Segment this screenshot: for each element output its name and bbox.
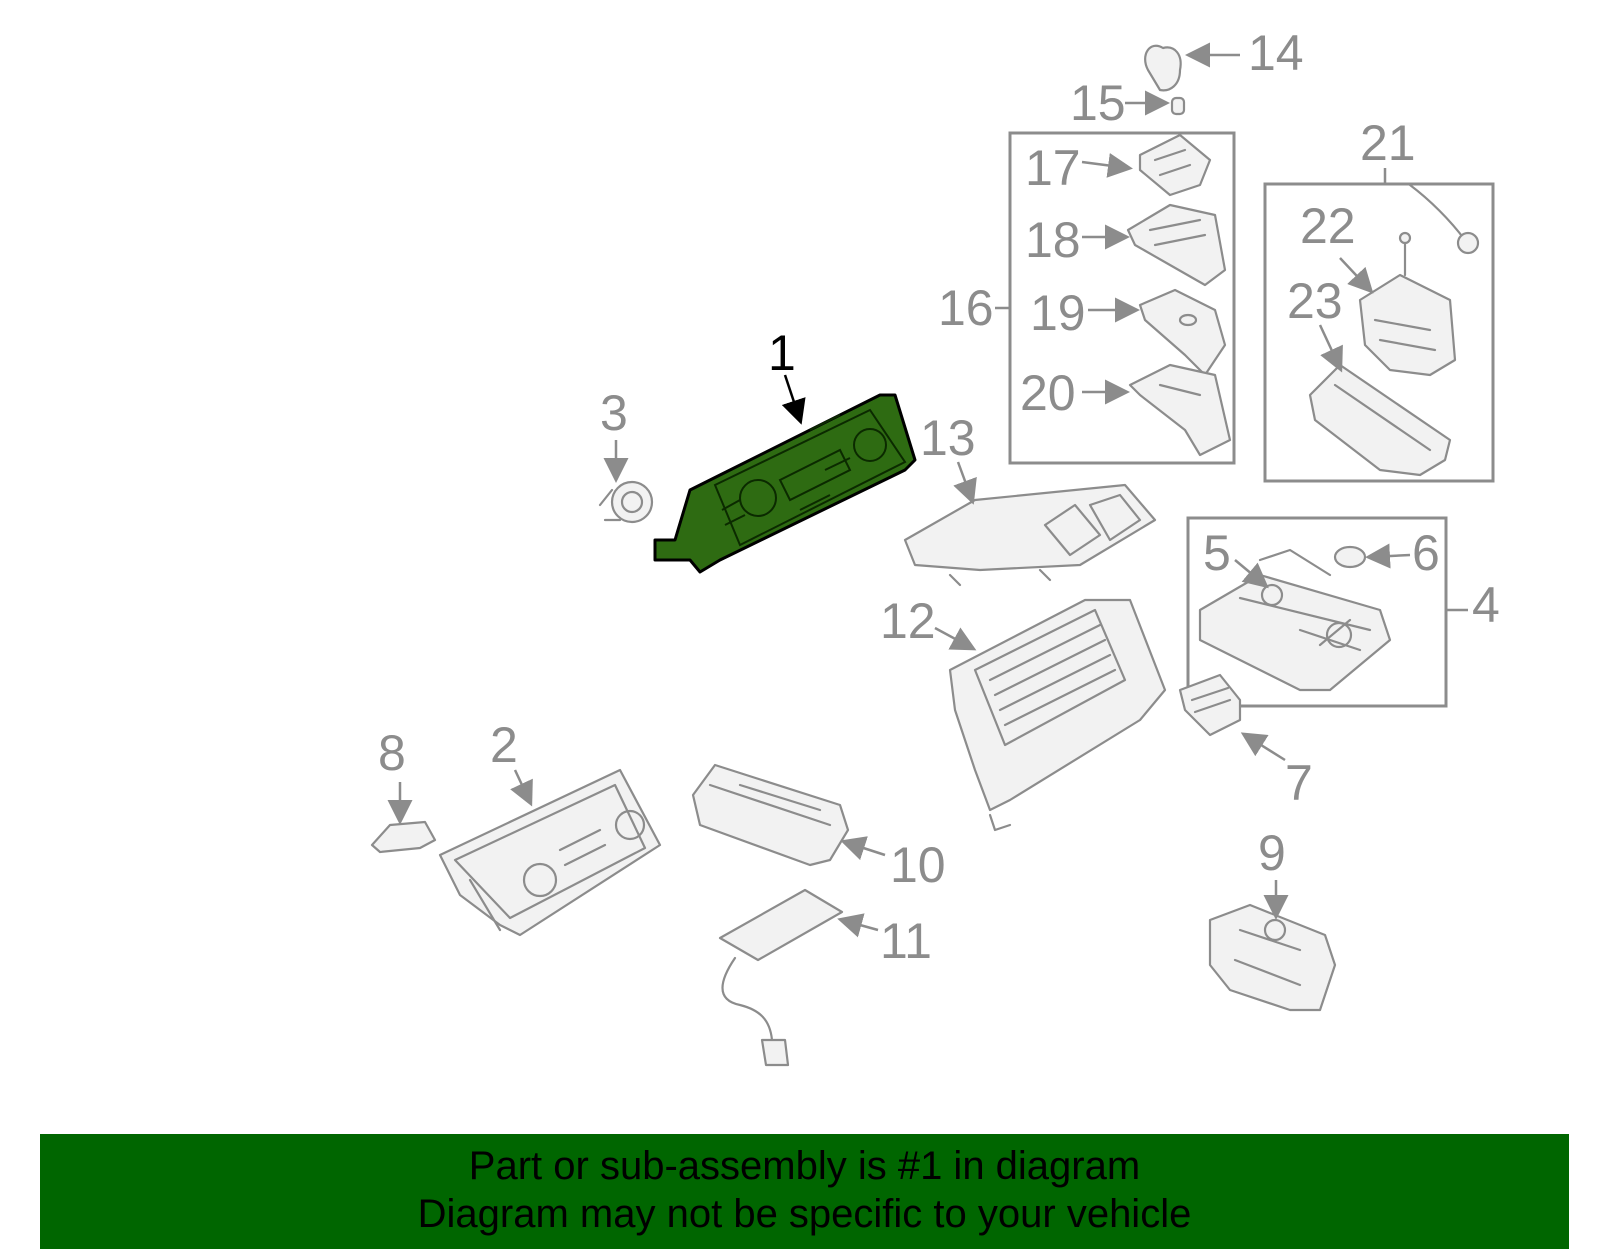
part-2-rear-control <box>438 768 662 937</box>
callout-14: 14 <box>1248 25 1304 81</box>
group-box-16 <box>1008 131 1236 465</box>
callout-20: 20 <box>1020 365 1076 421</box>
part-7-switch <box>1178 673 1242 737</box>
part-10-armrest <box>691 763 850 867</box>
part-4-console-switch-panel <box>1198 548 1392 692</box>
callout-15: 15 <box>1070 75 1126 131</box>
part-3-sensor <box>598 480 654 524</box>
callout-19: 19 <box>1030 285 1086 341</box>
part-18-shift-bezel <box>1126 203 1227 287</box>
banner-line-2: Diagram may not be specific to your vehi… <box>417 1192 1192 1236</box>
part-19-trim-cover <box>1138 288 1227 377</box>
callout-23: 23 <box>1287 273 1343 329</box>
part-12-vent-housing <box>948 598 1167 832</box>
part-8-clip <box>370 820 437 854</box>
callout-17: 17 <box>1025 140 1081 196</box>
info-banner: Part or sub-assembly is #1 in diagram Di… <box>40 1134 1569 1249</box>
callout-21: 21 <box>1360 115 1416 171</box>
part-5-knob <box>1260 583 1284 607</box>
callout-16: 16 <box>938 280 994 336</box>
callout-6: 6 <box>1412 525 1440 581</box>
group-box-21 <box>1263 182 1495 483</box>
callout-12: 12 <box>880 593 936 649</box>
part-1-climate-control[interactable] <box>653 393 917 574</box>
part-9-controller <box>1208 903 1337 1012</box>
callout-18: 18 <box>1025 212 1081 268</box>
part-14-shift-knob <box>1144 44 1182 92</box>
part-15-bulb <box>1170 96 1186 116</box>
callout-1: 1 <box>768 325 796 381</box>
callout-11: 11 <box>880 913 932 969</box>
callout-8: 8 <box>378 725 406 781</box>
callout-10: 10 <box>890 837 946 893</box>
part-23-shifter-base <box>1308 363 1452 477</box>
callout-5: 5 <box>1203 525 1231 581</box>
part-21-cable <box>1408 183 1480 255</box>
callout-13: 13 <box>920 410 976 466</box>
callout-22: 22 <box>1300 198 1356 254</box>
part-11-module <box>718 888 844 1067</box>
part-20-trim-base <box>1128 363 1232 457</box>
group-box-4 <box>1186 516 1448 708</box>
callout-3: 3 <box>600 385 628 441</box>
callout-4: 4 <box>1472 577 1500 633</box>
banner-line-1: Part or sub-assembly is #1 in diagram <box>468 1144 1141 1188</box>
callout-2: 2 <box>490 717 518 773</box>
part-6-cap <box>1333 545 1367 569</box>
part-17-indicator-plate <box>1138 133 1212 197</box>
part-13-trim-bezel <box>903 483 1157 587</box>
part-22-shifter-mechanism <box>1358 231 1457 377</box>
callout-9: 9 <box>1258 825 1286 881</box>
callout-7: 7 <box>1285 755 1313 811</box>
